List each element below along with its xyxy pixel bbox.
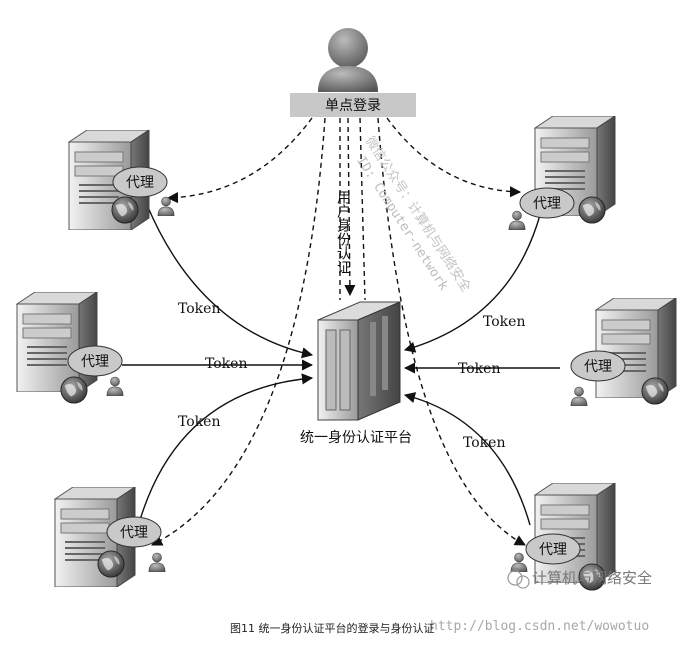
svg-text:计算机与网络安全: 计算机与网络安全 <box>532 569 652 587</box>
token-label: Token <box>483 314 525 330</box>
agent-label: 代理 <box>126 175 154 191</box>
token-label: Token <box>463 435 505 451</box>
token-label: Token <box>178 414 220 430</box>
watermark: 微信公众号：计算机与网络安全 ID: Computer-network <box>353 133 475 294</box>
agent-middle-left: 代理 <box>60 345 124 404</box>
agent-middle-right: 代理 <box>570 350 669 406</box>
user-icon <box>318 28 378 92</box>
agent-label: 代理 <box>81 354 109 370</box>
user-icon <box>157 196 175 216</box>
user-icon <box>106 376 124 396</box>
agent-bottom-right: 代理 <box>510 533 606 591</box>
globe-icon <box>60 376 88 404</box>
sso-links <box>151 117 526 546</box>
agent-bottom-left: 代理 <box>97 516 166 578</box>
central-server <box>317 301 401 421</box>
svg-text:ID: Computer-network: ID: Computer-network <box>353 154 451 294</box>
sso-label: 单点登录 <box>325 98 381 114</box>
token-links <box>122 204 560 526</box>
svg-text:微信公众号：计算机与网络安全: 微信公众号：计算机与网络安全 <box>362 133 475 294</box>
agent-label: 代理 <box>584 359 612 375</box>
globe-icon <box>578 196 606 224</box>
user-auth-label: 用户身份认证 <box>335 190 351 274</box>
user-icon <box>148 552 166 572</box>
agent-label: 代理 <box>533 196 561 212</box>
figure-caption: 图11 统一身份认证平台的登录与身份认证 <box>230 621 435 635</box>
agent-top-right: 代理 <box>508 187 606 230</box>
sso-bar: 单点登录 <box>290 93 416 117</box>
brand-watermark: 计算机与网络安全 <box>507 569 652 589</box>
agent-label: 代理 <box>120 525 148 541</box>
platform-label: 统一身份认证平台 <box>300 430 412 446</box>
user-icon <box>510 552 528 572</box>
agent-label: 代理 <box>539 542 567 558</box>
server-bottom-right <box>534 483 616 583</box>
globe-icon <box>641 377 669 405</box>
globe-icon <box>111 196 139 224</box>
agent-top-left: 代理 <box>111 166 175 224</box>
server-middle-left <box>16 292 98 392</box>
token-label: Token <box>178 301 220 317</box>
token-label: Token <box>205 356 247 372</box>
url-watermark: http://blog.csdn.net/wowotuo <box>430 619 649 634</box>
token-label: Token <box>458 361 500 377</box>
globe-icon <box>97 550 125 578</box>
user-icon <box>508 210 526 230</box>
user-icon <box>570 386 588 406</box>
